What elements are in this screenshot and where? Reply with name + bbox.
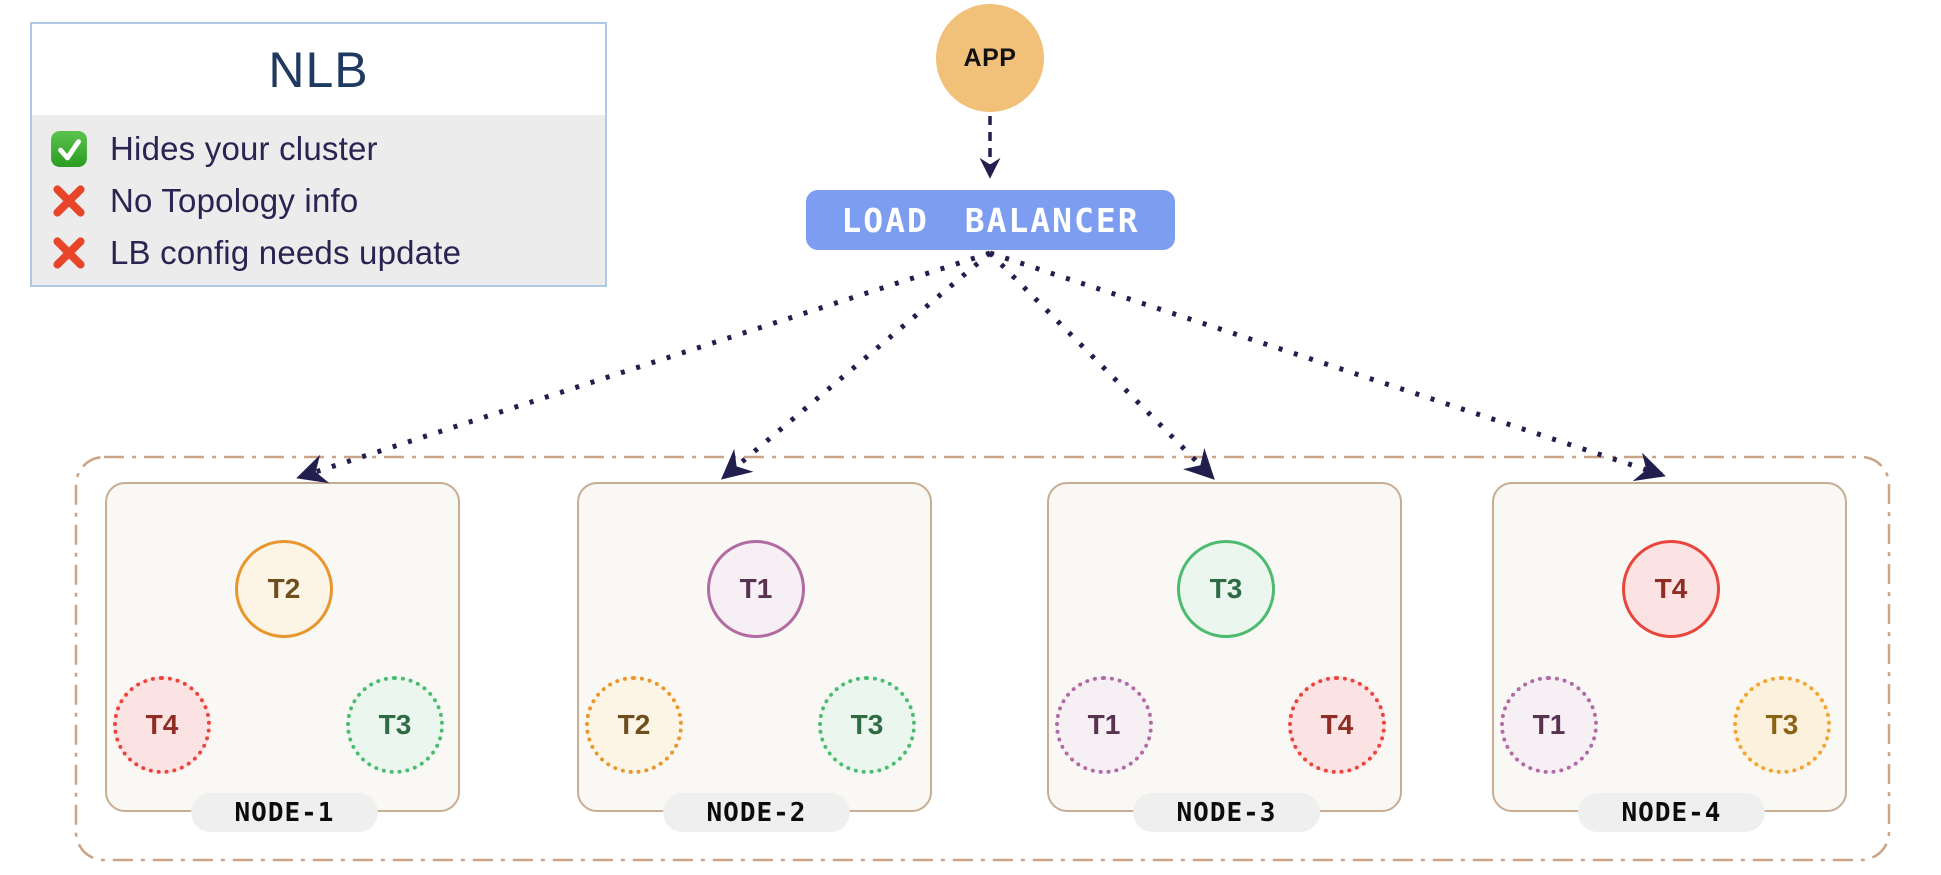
node-label: NODE-2 <box>663 793 850 832</box>
info-item: LB config needs update <box>32 227 605 279</box>
node-2-box: T1 T2 T3 NODE-2 <box>577 482 932 832</box>
check-icon <box>50 130 88 168</box>
lb-to-node4-arrow <box>989 250 1666 482</box>
node-label: NODE-4 <box>1578 793 1765 832</box>
tenant-circle: T3 <box>1177 540 1275 638</box>
tenant-circle: T3 <box>346 676 444 774</box>
tenant-label: T4 <box>145 709 179 740</box>
info-item: No Topology info <box>32 175 605 227</box>
tenant-label: T3 <box>1765 709 1799 740</box>
tenant-label: T2 <box>617 709 651 740</box>
tenant-label: T3 <box>850 709 884 740</box>
cross-icon <box>50 234 88 272</box>
load-balancer-label: LOAD BALANCER <box>841 200 1140 240</box>
tenant-label: T2 <box>267 573 301 604</box>
tenant-circle: T2 <box>235 540 333 638</box>
lb-to-node2-arrow <box>720 251 992 480</box>
tenant-label: T3 <box>1209 573 1243 604</box>
info-item-text: Hides your cluster <box>110 130 378 167</box>
tenant-circle: T4 <box>1288 676 1386 774</box>
node-3-box: T3 T1 T4 NODE-3 <box>1047 482 1402 832</box>
tenant-label: T4 <box>1320 709 1354 740</box>
app-label: APP <box>963 43 1017 72</box>
node-label: NODE-3 <box>1133 793 1320 832</box>
tenant-label: T1 <box>739 573 773 604</box>
app-node: APP <box>936 4 1044 112</box>
info-item-text: LB config needs update <box>110 234 462 271</box>
tenant-label: T4 <box>1654 573 1688 604</box>
info-item-text: No Topology info <box>110 182 359 219</box>
tenant-circle: T3 <box>818 676 916 774</box>
info-card-header: NLB <box>32 24 605 115</box>
info-item: Hides your cluster <box>32 123 605 175</box>
tenant-circle: T3 <box>1733 676 1831 774</box>
node-label: NODE-1 <box>191 793 378 832</box>
tenant-label: T1 <box>1532 709 1566 740</box>
tenant-circle: T1 <box>1500 676 1598 774</box>
nlb-info-card: NLB Hides your cluster <box>30 22 607 287</box>
lb-to-node3-arrow <box>988 251 1215 480</box>
tenant-label: T3 <box>378 709 412 740</box>
node-4-box: T4 T1 T3 NODE-4 <box>1492 482 1847 832</box>
tenant-circle: T1 <box>1055 676 1153 774</box>
tenant-label: T1 <box>1087 709 1121 740</box>
load-balancer: LOAD BALANCER <box>806 190 1175 250</box>
info-card-title: NLB <box>268 41 369 98</box>
tenant-circle: T4 <box>1622 540 1720 638</box>
node-1-box: T2 T4 T3 NODE-1 <box>105 482 460 832</box>
tenant-circle: T4 <box>113 676 211 774</box>
tenant-circle: T1 <box>707 540 805 638</box>
tenant-circle: T2 <box>585 676 683 774</box>
cross-icon <box>50 182 88 220</box>
info-card-body: Hides your cluster No Topology info LB c… <box>32 115 605 285</box>
